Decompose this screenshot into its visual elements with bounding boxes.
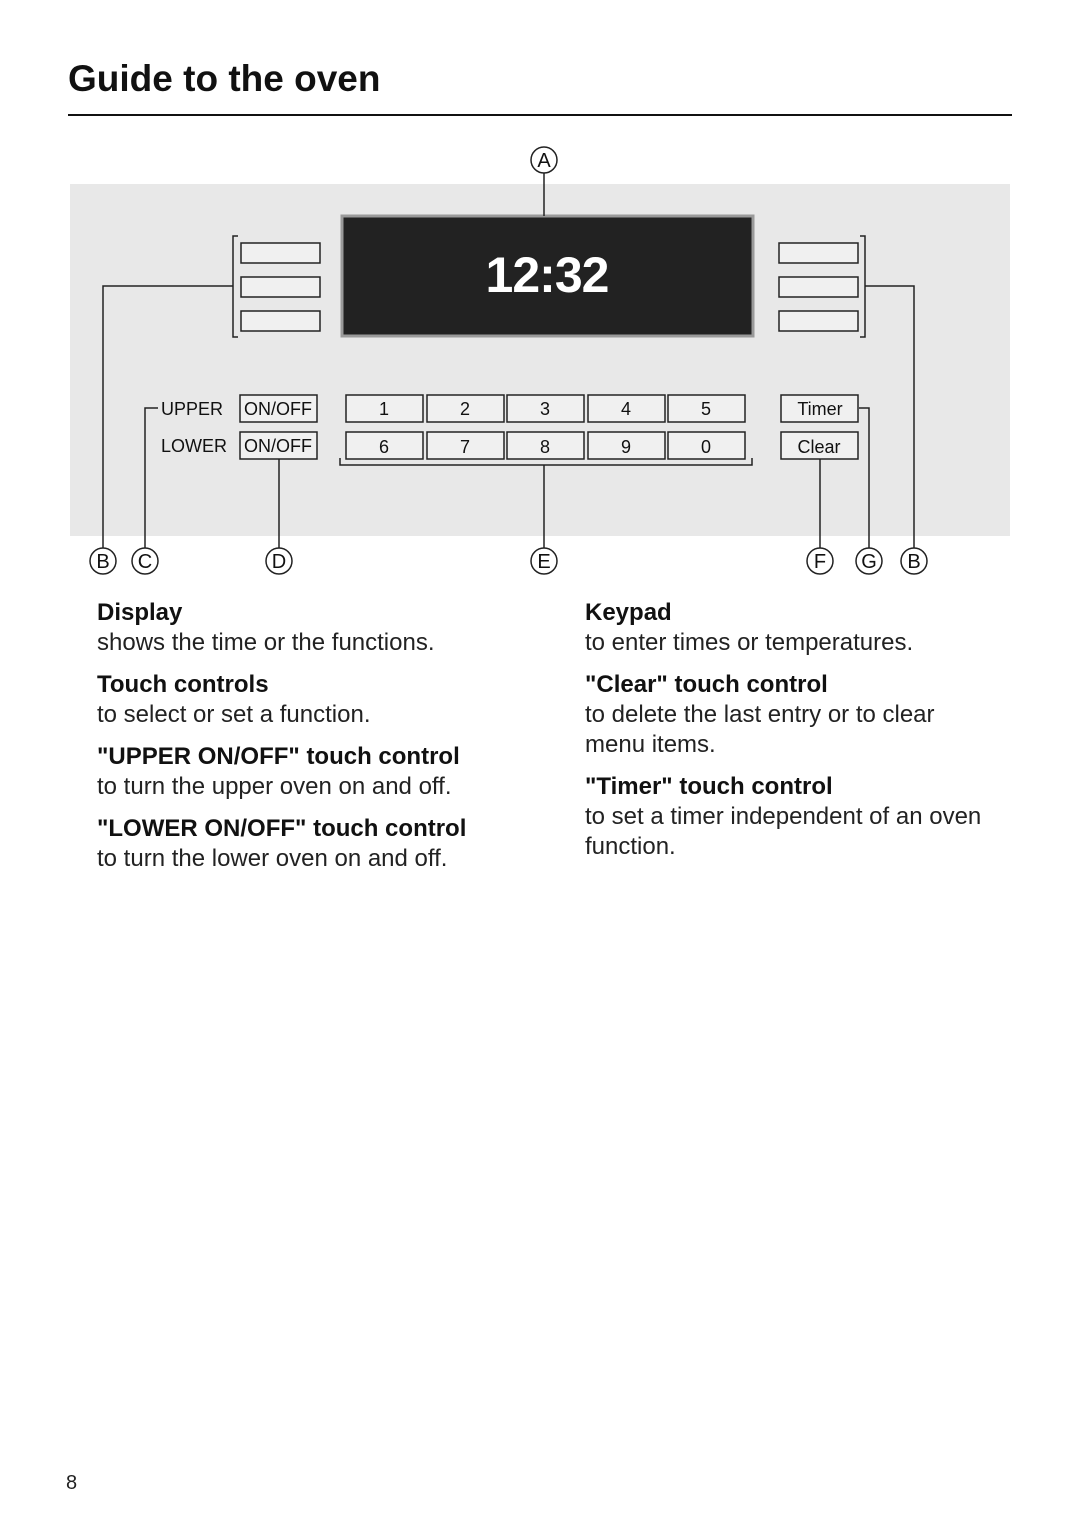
touch-control-right-2[interactable] (778, 276, 859, 298)
legend-title: "UPPER ON/OFF" touch control (97, 743, 460, 770)
legend-title: Touch controls (97, 671, 269, 698)
keypad: 1 2 3 4 5 6 7 8 9 0 (339, 394, 753, 548)
legend-title: "LOWER ON/OFF" touch control (97, 815, 467, 842)
key-1-label: 1 (379, 399, 389, 419)
key-4[interactable] (587, 394, 666, 423)
callout-b-right: B (907, 551, 920, 573)
legend-title: "Clear" touch control (585, 671, 828, 698)
legend-desc: to select or set a function. (97, 701, 371, 728)
lower-onoff-label: ON/OFF (244, 436, 312, 456)
legend-desc: to set a timer independent of an oven fu… (585, 803, 982, 860)
legend-desc: to turn the upper oven on and off. (97, 773, 452, 800)
legend-desc: to turn the lower oven on and off. (97, 845, 448, 872)
key-0-label: 0 (701, 437, 711, 457)
touch-control-left-1[interactable] (240, 242, 321, 264)
key-6[interactable] (345, 431, 424, 460)
callout-e-circle (530, 547, 558, 575)
callout-g-circle (855, 547, 883, 575)
key-1[interactable] (345, 394, 424, 423)
key-2[interactable] (426, 394, 505, 423)
legend-entry-display: Display shows the time or the functions. (97, 598, 537, 658)
callout-f: F (814, 551, 826, 573)
key-9[interactable] (587, 431, 666, 460)
key-3-label: 3 (540, 399, 550, 419)
touch-control-left-2[interactable] (240, 276, 321, 298)
clear-label: Clear (797, 437, 840, 457)
callout-b-right-circle (900, 547, 928, 575)
key-4-label: 4 (621, 399, 631, 419)
callout-c-circle (131, 547, 159, 575)
left-touch-controls (102, 235, 321, 548)
callout-e: E (537, 551, 550, 573)
touch-control-right-1[interactable] (778, 242, 859, 264)
key-9-label: 9 (621, 437, 631, 457)
key-5-label: 5 (701, 399, 711, 419)
timer-label: Timer (797, 399, 842, 419)
key-7-label: 7 (460, 437, 470, 457)
lower-label: LOWER (161, 436, 227, 456)
key-2-label: 2 (460, 399, 470, 419)
legend-entry-timer: "Timer" touch control to set a timer ind… (585, 772, 1025, 862)
key-7[interactable] (426, 431, 505, 460)
callout-f-circle (806, 547, 834, 575)
upper-onoff-label: ON/OFF (244, 399, 312, 419)
legend-left-column: Display shows the time or the functions.… (97, 598, 537, 886)
legend-entry-lower-onoff: "LOWER ON/OFF" touch control to turn the… (97, 814, 537, 874)
legend-title: Display (97, 599, 183, 626)
legend-desc: shows the time or the functions. (97, 629, 435, 656)
touch-control-right-3[interactable] (778, 310, 859, 332)
callout-b-left: B (96, 551, 109, 573)
legend-desc: to delete the last entry or to clear men… (585, 701, 935, 758)
legend-title: "Timer" touch control (585, 773, 833, 800)
callout-g: G (861, 551, 877, 573)
touch-control-left-3[interactable] (240, 310, 321, 332)
callout-d-circle (265, 547, 293, 575)
clear-button[interactable] (780, 431, 859, 460)
key-5[interactable] (667, 394, 746, 423)
legend-entry-clear: "Clear" touch control to delete the last… (585, 670, 1025, 760)
title-divider (68, 114, 1012, 116)
key-8[interactable] (506, 431, 585, 460)
key-8-label: 8 (540, 437, 550, 457)
upper-label: UPPER (161, 399, 223, 419)
legend-entry-upper-onoff: "UPPER ON/OFF" touch control to turn the… (97, 742, 537, 802)
legend-desc: to enter times or temperatures. (585, 629, 914, 656)
callout-a: A (537, 150, 551, 172)
callout-c: C (138, 551, 152, 573)
legend-entry-touch-controls: Touch controls to select or set a functi… (97, 670, 537, 730)
page-number: 8 (66, 1472, 78, 1494)
callout-b-left-circle (89, 547, 117, 575)
key-0[interactable] (667, 431, 746, 460)
display-time: 12:32 (486, 247, 609, 303)
callout-d: D (272, 551, 286, 573)
right-touch-controls (778, 235, 915, 548)
key-3[interactable] (506, 394, 585, 423)
display-screen (340, 214, 755, 338)
upper-onoff-button[interactable] (239, 394, 318, 423)
page-title: Guide to the oven (68, 58, 381, 99)
oven-control-panel-diagram: 12:32 A UPPER LOWER ON/OFF ON/OFF 1 2 3 … (70, 146, 1010, 575)
legend-entry-keypad: Keypad to enter times or temperatures. (585, 598, 1025, 658)
timer-button[interactable] (780, 394, 859, 423)
key-6-label: 6 (379, 437, 389, 457)
legend-title: Keypad (585, 599, 672, 626)
legend-right-column: Keypad to enter times or temperatures. "… (585, 598, 1025, 874)
